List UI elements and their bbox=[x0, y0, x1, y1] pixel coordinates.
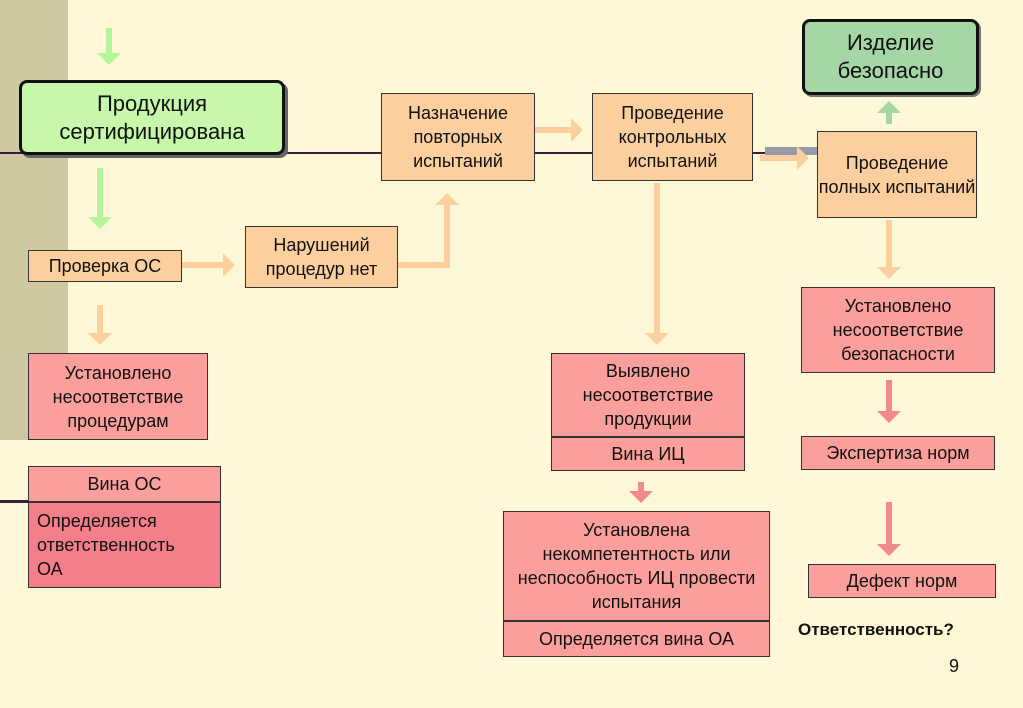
connector-gray-bar bbox=[765, 147, 817, 155]
box-vina-os: Вина ОС bbox=[28, 466, 221, 502]
box-vyyavleno: Выявлено несоответствие продукции bbox=[551, 353, 745, 437]
box-ekspertiza: Экспертиза норм bbox=[801, 436, 995, 470]
box-proverka: Проверка ОС bbox=[28, 250, 182, 282]
box-nesootv-bez: Установлено несоответствие безопасности bbox=[801, 287, 995, 373]
box-nekompetentnost: Установлена некомпетентность или неспосо… bbox=[503, 511, 770, 621]
page-number: 9 bbox=[949, 656, 960, 676]
box-vina-oa: Определяется вина ОА bbox=[503, 621, 770, 657]
box-narusheniy: Нарушений процедур нет bbox=[245, 226, 398, 288]
arrow-narusheniy-to-naznachenie bbox=[398, 193, 459, 268]
box-opredelyaetsya-oa: Определяется ответственность ОА bbox=[28, 502, 221, 588]
box-naznachenie: Назначение повторных испытаний bbox=[381, 93, 535, 181]
box-nesootv-proc: Установлено несоответствие процедурам bbox=[28, 353, 208, 440]
box-izdelie: Изделие безопасно bbox=[802, 19, 979, 95]
box-defekt: Дефект норм bbox=[808, 564, 996, 598]
box-polnye: Проведение полных испытаний bbox=[817, 131, 977, 218]
box-vina-ic: Вина ИЦ bbox=[551, 437, 745, 471]
box-kontrolnye: Проведение контрольных испытаний bbox=[592, 93, 753, 181]
box-produkciya: Продукция сертифицирована bbox=[19, 80, 285, 155]
question-text: Ответственность? bbox=[798, 620, 954, 639]
